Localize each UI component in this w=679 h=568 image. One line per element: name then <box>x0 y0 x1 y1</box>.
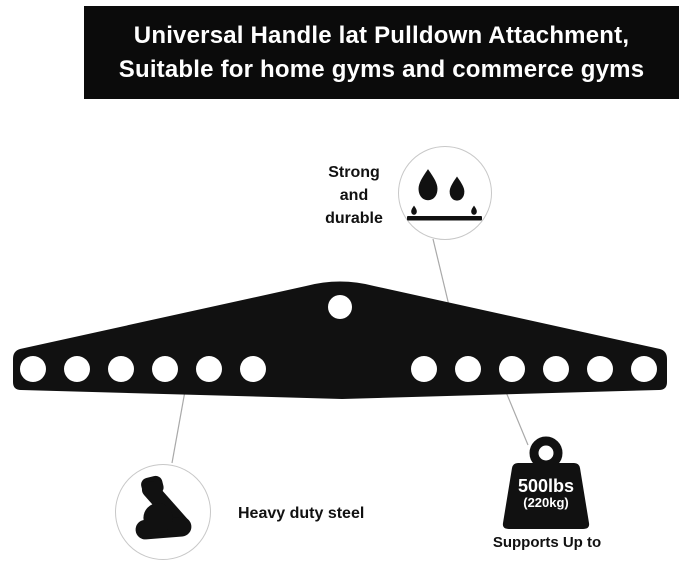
water-drops-icon <box>407 169 482 221</box>
capacity-unit: (220kg) <box>523 495 569 510</box>
bar-hole <box>108 356 134 382</box>
capacity-value: 500lbs <box>517 476 575 496</box>
steel-callout-label: Heavy duty steel <box>238 505 365 522</box>
weight-icon <box>502 436 590 529</box>
bar-hole-peak <box>328 295 352 319</box>
bicep-icon <box>135 475 192 540</box>
durable-line-1: Strong <box>328 164 380 181</box>
bar-hole <box>152 356 178 382</box>
bar-hole <box>631 356 657 382</box>
title-line-1: Universal Handle lat Pulldown Attachment… <box>133 21 630 49</box>
bar-hole <box>455 356 481 382</box>
bar-hole <box>240 356 266 382</box>
connector-line-capacity <box>505 391 529 446</box>
durable-line-3: durable <box>325 210 383 227</box>
bar-hole <box>20 356 46 382</box>
bar-hole <box>411 356 437 382</box>
bar-hole <box>587 356 613 382</box>
durable-callout-label: Strong and durable <box>314 161 394 230</box>
durable-badge <box>398 146 492 240</box>
bar-hole <box>499 356 525 382</box>
capacity-caption: Supports Up to <box>492 534 602 551</box>
title-banner: Universal Handle lat Pulldown Attachment… <box>84 6 679 99</box>
bar-hole <box>543 356 569 382</box>
bar-hole <box>196 356 222 382</box>
durable-line-2: and <box>339 187 369 204</box>
steel-badge <box>115 464 211 560</box>
connector-line-steel <box>171 390 186 464</box>
capacity-badge: 500lbs (220kg) <box>494 436 598 534</box>
bar-hole <box>64 356 90 382</box>
bar-holes <box>20 295 657 382</box>
title-line-2: Suitable for home gyms and commerce gyms <box>118 55 645 83</box>
